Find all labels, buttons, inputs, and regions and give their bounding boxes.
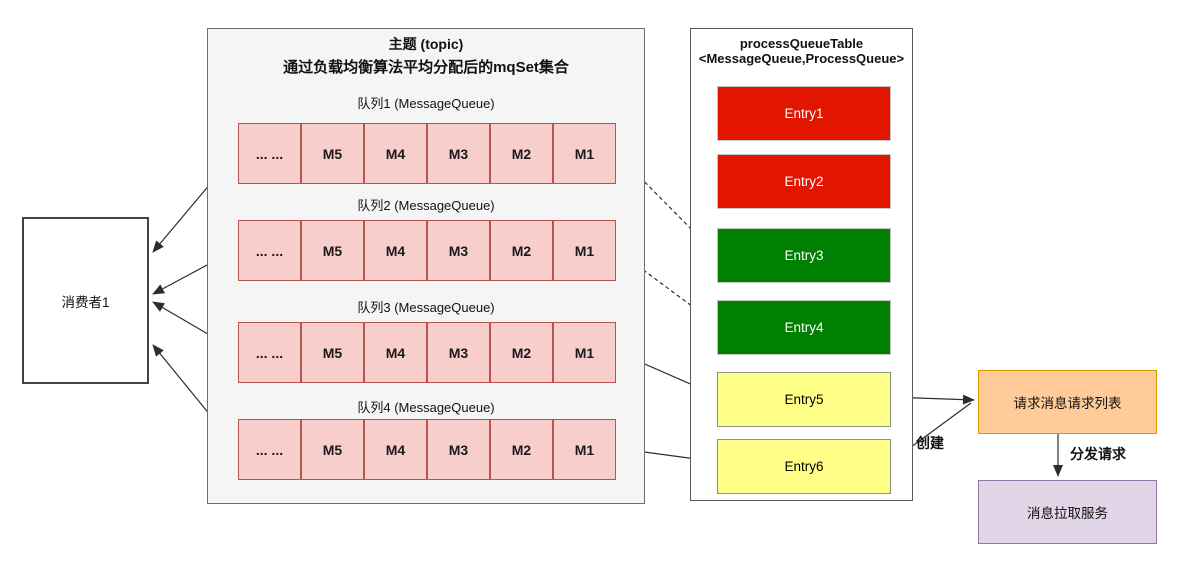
queue-cell: M1 bbox=[553, 322, 616, 383]
panel-title-line1: processQueueTable bbox=[739, 36, 864, 51]
panel-title-line2: <MessageQueue,ProcessQueue> bbox=[698, 51, 905, 66]
entry1-box: Entry1 bbox=[717, 86, 891, 141]
queue3-label: 队列3 (MessageQueue) bbox=[357, 300, 495, 315]
queue-cell: M3 bbox=[427, 322, 490, 383]
queue-cell: M2 bbox=[490, 123, 553, 184]
dispatch-edge-label: 分发请求 bbox=[1070, 446, 1126, 462]
create-edge-label: 创建 bbox=[916, 435, 944, 451]
entry6-box: Entry6 bbox=[717, 439, 891, 494]
entry3-box: Entry3 bbox=[717, 228, 891, 283]
process-queue-table-title: processQueueTable <MessageQueue,ProcessQ… bbox=[691, 36, 912, 66]
queue-cell: M3 bbox=[427, 123, 490, 184]
pull-service-label: 消息拉取服务 bbox=[1027, 506, 1108, 521]
queue-cell: M3 bbox=[427, 220, 490, 281]
queue-cell: M5 bbox=[301, 220, 364, 281]
queue2-label: 队列2 (MessageQueue) bbox=[357, 198, 495, 213]
request-list-label: 请求消息请求列表 bbox=[1013, 396, 1122, 411]
queue-cell: M5 bbox=[301, 322, 364, 383]
topic-container: 主题 (topic) 通过负载均衡算法平均分配后的mqSet集合 队列1 (Me… bbox=[207, 28, 645, 504]
queue-cell: M3 bbox=[427, 419, 490, 480]
queue1-label: 队列1 (MessageQueue) bbox=[357, 96, 495, 111]
queue-cell: M2 bbox=[490, 322, 553, 383]
queue1-row: ... ... M5 M4 M3 M2 M1 bbox=[238, 123, 616, 184]
queue-cell: M4 bbox=[364, 220, 427, 281]
entry2-box: Entry2 bbox=[717, 154, 891, 209]
queue-cell: M4 bbox=[364, 419, 427, 480]
queue-cell: M1 bbox=[553, 220, 616, 281]
entry5-box: Entry5 bbox=[717, 372, 891, 427]
queue-cell: M5 bbox=[301, 123, 364, 184]
queue-cell: M5 bbox=[301, 419, 364, 480]
topic-title: 主题 (topic) bbox=[388, 36, 464, 52]
queue2-row: ... ... M5 M4 M3 M2 M1 bbox=[238, 220, 616, 281]
queue-cell: M4 bbox=[364, 322, 427, 383]
queue-cell: ... ... bbox=[238, 419, 301, 480]
pull-service-box: 消息拉取服务 bbox=[978, 480, 1157, 544]
queue-cell: ... ... bbox=[238, 322, 301, 383]
entry4-box: Entry4 bbox=[717, 300, 891, 355]
queue-cell: M2 bbox=[490, 220, 553, 281]
consumer-box: 消费者1 bbox=[22, 217, 149, 384]
queue-cell: M1 bbox=[553, 123, 616, 184]
queue3-row: ... ... M5 M4 M3 M2 M1 bbox=[238, 322, 616, 383]
process-queue-table-panel: processQueueTable <MessageQueue,ProcessQ… bbox=[690, 28, 913, 501]
queue-cell: ... ... bbox=[238, 123, 301, 184]
queue-cell: M4 bbox=[364, 123, 427, 184]
topic-subtitle: 通过负载均衡算法平均分配后的mqSet集合 bbox=[283, 59, 569, 76]
request-list-box: 请求消息请求列表 bbox=[978, 370, 1157, 434]
queue-cell: M1 bbox=[553, 419, 616, 480]
queue-cell: ... ... bbox=[238, 220, 301, 281]
queue-cell: M2 bbox=[490, 419, 553, 480]
queue4-label: 队列4 (MessageQueue) bbox=[357, 400, 495, 415]
queue4-row: ... ... M5 M4 M3 M2 M1 bbox=[238, 419, 616, 480]
consumer-label: 消费者1 bbox=[61, 294, 110, 310]
